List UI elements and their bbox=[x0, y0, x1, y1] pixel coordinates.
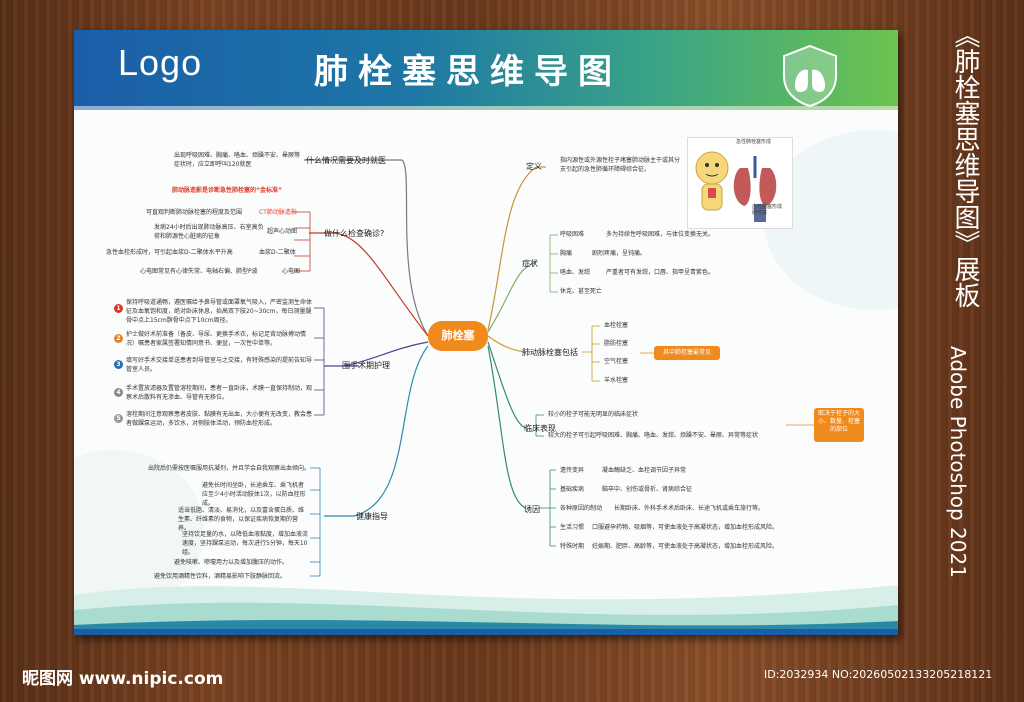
center-node: 肺栓塞 bbox=[428, 321, 488, 351]
periop-num-4: 4 bbox=[114, 388, 123, 397]
side-software: Adobe Photoshop 2021 bbox=[946, 346, 970, 578]
watermark-left: 昵图网 www.nipic.com bbox=[22, 669, 224, 689]
check-item-3-text: 急性血栓形成时，可引起血浆D-二聚体水平升高 bbox=[106, 249, 233, 256]
periop-num-2: 2 bbox=[114, 334, 123, 343]
side-title: 《肺栓塞思维导图》展板 bbox=[950, 22, 980, 308]
branch-periop: 围手术期护理 bbox=[342, 361, 390, 370]
periop-num-5: 5 bbox=[114, 414, 123, 423]
branch-clinical: 临床表现 bbox=[524, 424, 556, 433]
type-1: 血栓栓塞 bbox=[604, 322, 629, 329]
health-item-2: 避免长时间坐卧，长途乘车、乘飞机者应至少4小时活动肢体1次，以防血栓形成。 bbox=[202, 482, 306, 507]
branch-types: 肺动脉栓塞包括 bbox=[522, 348, 578, 357]
cause-3-key: 各种原因的制动 bbox=[560, 505, 603, 512]
mindmap-lines bbox=[74, 130, 898, 610]
cause-1-key: 遗传变异 bbox=[560, 467, 585, 474]
check-item-1-tag: CT肺动脉造影 bbox=[259, 209, 297, 216]
symptom-4-key: 休克、甚至死亡 bbox=[560, 288, 603, 295]
checks-gold-standard: 肺动脉造影是诊断急性肺栓塞的“金标准” bbox=[172, 187, 282, 194]
branch-health: 健康指导 bbox=[356, 512, 388, 521]
check-item-2-text: 发病24小时后出现肺动脉高压、右室高负荷和肺源性心脏病的征象 bbox=[154, 224, 264, 240]
check-item-2-tag: 超声心动图 bbox=[267, 228, 298, 235]
clinical-note: 取决于栓子的大小、数量、栓塞的部位 bbox=[814, 408, 864, 442]
cause-5-key: 特殊时期 bbox=[560, 543, 585, 550]
cause-4-key: 生活习惯 bbox=[560, 524, 585, 531]
logo: Logo bbox=[118, 42, 203, 83]
symptom-2-key: 胸痛 bbox=[560, 250, 573, 257]
periop-item-2: 护士做好术前准备（备皮、导尿、更换手术衣，标记足背动脉搏动情况）嘱患者家属签署知… bbox=[126, 331, 307, 347]
health-item-3: 适当低脂、清淡、易消化，以及富含蛋白质、维生素、纤维素的食物，以保证疾病恢复期的… bbox=[178, 507, 305, 532]
periop-num-3: 3 bbox=[114, 360, 123, 369]
symptom-2-value: 剧烈疼痛，呈钝痛。 bbox=[592, 250, 647, 257]
poster-header bbox=[74, 30, 898, 106]
periop-item-4: 手术置放滤器及置管溶栓期间，患者一直卧床，术膜一直保持制动，观察术后散料有无渗血… bbox=[126, 385, 313, 401]
clinical-2: 较大的栓子可引起呼吸困难、胸痛、咯血、发绀、烦躁不安、晕厥、异常等症状 bbox=[548, 432, 759, 439]
periop-num-1: 1 bbox=[114, 304, 123, 313]
cause-2-key: 基础疾病 bbox=[560, 486, 585, 493]
lung-illustration bbox=[687, 137, 793, 229]
when-doctor-text: 出现呼吸困难、胸痛、咯血、烦躁不安、晕厥等症状时，应立即呼叫120就医 bbox=[174, 152, 301, 168]
branch-causes: 诱因 bbox=[524, 505, 540, 514]
type-4: 羊水栓塞 bbox=[604, 377, 629, 384]
bottom-wave-decoration bbox=[74, 585, 898, 635]
lung-shield-icon bbox=[783, 44, 837, 108]
type-3: 空气栓塞 bbox=[604, 358, 629, 365]
cause-3-value: 长期卧床、外科手术术后卧床、长途飞机或乘车旅行等。 bbox=[614, 505, 765, 512]
periop-item-1: 保持呼吸道通畅，遵医嘱给予鼻导管或面罩氧气吸入，严密监测生命体征及血氧饱和度，绝… bbox=[126, 299, 313, 324]
body-lung-icon bbox=[695, 151, 777, 222]
check-item-3-tag: 血浆D-二聚体 bbox=[259, 249, 296, 256]
branch-symptoms: 症状 bbox=[522, 259, 538, 268]
clinical-1: 较小的栓子可能无明显的临床症状 bbox=[548, 411, 639, 418]
header-divider bbox=[74, 106, 898, 110]
branch-definition: 定义 bbox=[526, 162, 542, 171]
health-item-1: 出院后仍需按医嘱服用抗凝剂，并且学会自我观察出血倾向。 bbox=[148, 465, 311, 472]
illus-note-1: 急性肺栓塞形成 bbox=[736, 139, 772, 145]
cause-4-value: 口服避孕药物、吸烟等，可使血液处于高凝状态，增加血栓形成风险。 bbox=[592, 524, 779, 531]
branch-when-doctor: 什么情况需要及时就医 bbox=[306, 156, 386, 165]
cause-1-value: 凝血酶缺乏、血栓调节因子异常 bbox=[602, 467, 687, 474]
check-item-4-text: 心电图常见有心律失常、电轴右偏、肺型P波 bbox=[140, 268, 258, 275]
symptom-3-key: 咯血、发绀 bbox=[560, 269, 591, 276]
cause-5-value: 妊娠期、肥胖、高龄等，可使血液处于高凝状态，增加血栓形成风险。 bbox=[592, 543, 779, 550]
illus-note-2: 血栓阻塞形成肺栓塞 bbox=[752, 204, 783, 216]
cause-2-value: 脑卒中、创伤或骨折、肾病综合征 bbox=[602, 486, 693, 493]
periop-item-5: 溶栓期间注意观察患者皮肤、黏膜有无出血，大小便有无改变，教会患者做踝泵运动，多饮… bbox=[126, 411, 313, 427]
definition-text: 指内源性或外源性栓子堵塞肺动脉主干或其分支引起的急性肺循环障碍综合征。 bbox=[560, 157, 681, 173]
symptom-1-key: 呼吸困难 bbox=[560, 231, 585, 238]
type-2: 脂肪栓塞 bbox=[604, 340, 629, 347]
periop-item-3: 填写好手术交接单送患者到导管室与之交接，有特殊感染的提前告知导管室人员。 bbox=[126, 357, 313, 373]
types-note: 其中肺栓塞最常见 bbox=[654, 346, 720, 360]
health-item-5: 避免咳嗽、喷嚏用力以及增加腹压的动作。 bbox=[174, 559, 289, 566]
poster-board: Logo 肺栓塞思维导图 bbox=[74, 30, 898, 635]
check-item-4-tag: 心电图 bbox=[282, 268, 301, 275]
symptom-3-value: 严重者可有发绀，口唇、指甲呈青紫色。 bbox=[606, 269, 715, 276]
health-item-6: 避免饮用酒精性饮料，酒精易影响下肢静脉回流。 bbox=[154, 573, 287, 580]
watermark-right: ID:2032934 NO:20260502133205218121 bbox=[764, 668, 993, 681]
health-item-4: 坚持饮足量的水，以降低血液黏度，增加血液流速度，坚持踝泵运动，每次进行5分钟，每… bbox=[182, 531, 309, 556]
poster-title: 肺栓塞思维导图 bbox=[314, 52, 622, 92]
symptom-1-value: 多为持续性呼吸困难，与体位变换无关。 bbox=[606, 231, 715, 238]
branch-checks: 做什么检查确诊? bbox=[324, 229, 385, 238]
check-item-1-text: 可直观判断肺动脉栓塞的程度及范围 bbox=[146, 209, 243, 216]
